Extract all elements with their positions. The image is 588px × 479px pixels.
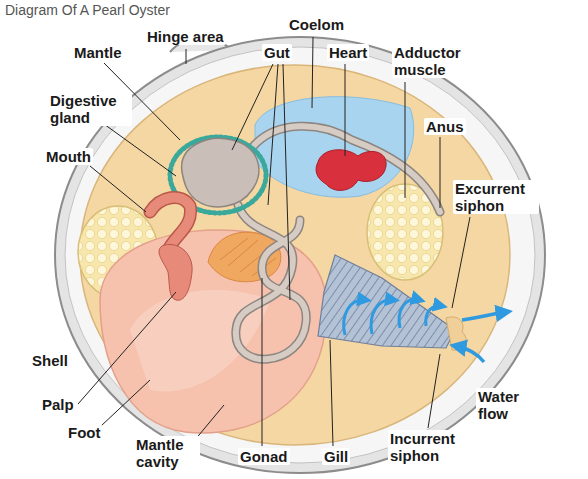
leader-line (283, 64, 290, 300)
gut-loop (236, 205, 306, 359)
gill (318, 255, 455, 348)
diagram-title: Diagram Of A Pearl Oyster (5, 2, 170, 19)
leader-line (440, 137, 441, 208)
part-label: Anus (424, 118, 466, 135)
gut-loop-outline (236, 205, 306, 359)
gill-flow-arrow (426, 306, 442, 326)
gill-flow-arrow (344, 300, 366, 335)
mouth-outline (150, 197, 191, 250)
leader-line (90, 166, 146, 212)
leader-line (345, 64, 346, 156)
part-label: Gut (262, 44, 292, 61)
stomach (182, 138, 259, 206)
leader-line (232, 64, 273, 150)
leader-line (428, 354, 440, 428)
shell-inner (65, 47, 535, 463)
leader-line (97, 119, 176, 176)
part-label: Excurrent siphon (453, 180, 539, 214)
part-label: Water flow (476, 388, 540, 422)
part-label: Shell (30, 352, 70, 369)
coelom (255, 97, 414, 198)
part-label: Coelom (287, 16, 346, 33)
part-label: Mantle (72, 44, 124, 61)
part-label: Heart (327, 44, 369, 61)
mouth (150, 197, 191, 250)
part-label: Incurrent siphon (388, 430, 472, 464)
part-label: Palp (40, 396, 76, 413)
leader-line (78, 292, 176, 404)
part-label: Hinge area (145, 28, 226, 45)
part-label: Foot (66, 424, 102, 441)
gill-flow-arrow (371, 300, 394, 334)
part-label: Gill (322, 448, 350, 465)
gonad (208, 232, 281, 282)
gill-flow-arrow (399, 299, 420, 328)
part-label: Gonad (238, 448, 290, 465)
leader-line (405, 82, 406, 198)
leader-line (312, 37, 313, 108)
excurrent-flow-arrow (462, 312, 506, 320)
part-label: Adductor muscle (392, 44, 476, 78)
leader-line (186, 49, 187, 64)
part-label: Digestive gland (48, 92, 132, 126)
leader-line (262, 278, 263, 446)
leader-line (330, 340, 333, 446)
leader-line (452, 217, 470, 308)
part-label: Mantle cavity (134, 436, 200, 470)
leader-line (101, 380, 150, 426)
part-label: Mouth (44, 148, 93, 165)
incurrent-flow-arrow (456, 346, 484, 362)
heart (316, 150, 386, 191)
leader-line (268, 64, 278, 205)
mantle-body (80, 65, 510, 445)
siphon (446, 317, 466, 350)
leader-lines (78, 37, 470, 446)
